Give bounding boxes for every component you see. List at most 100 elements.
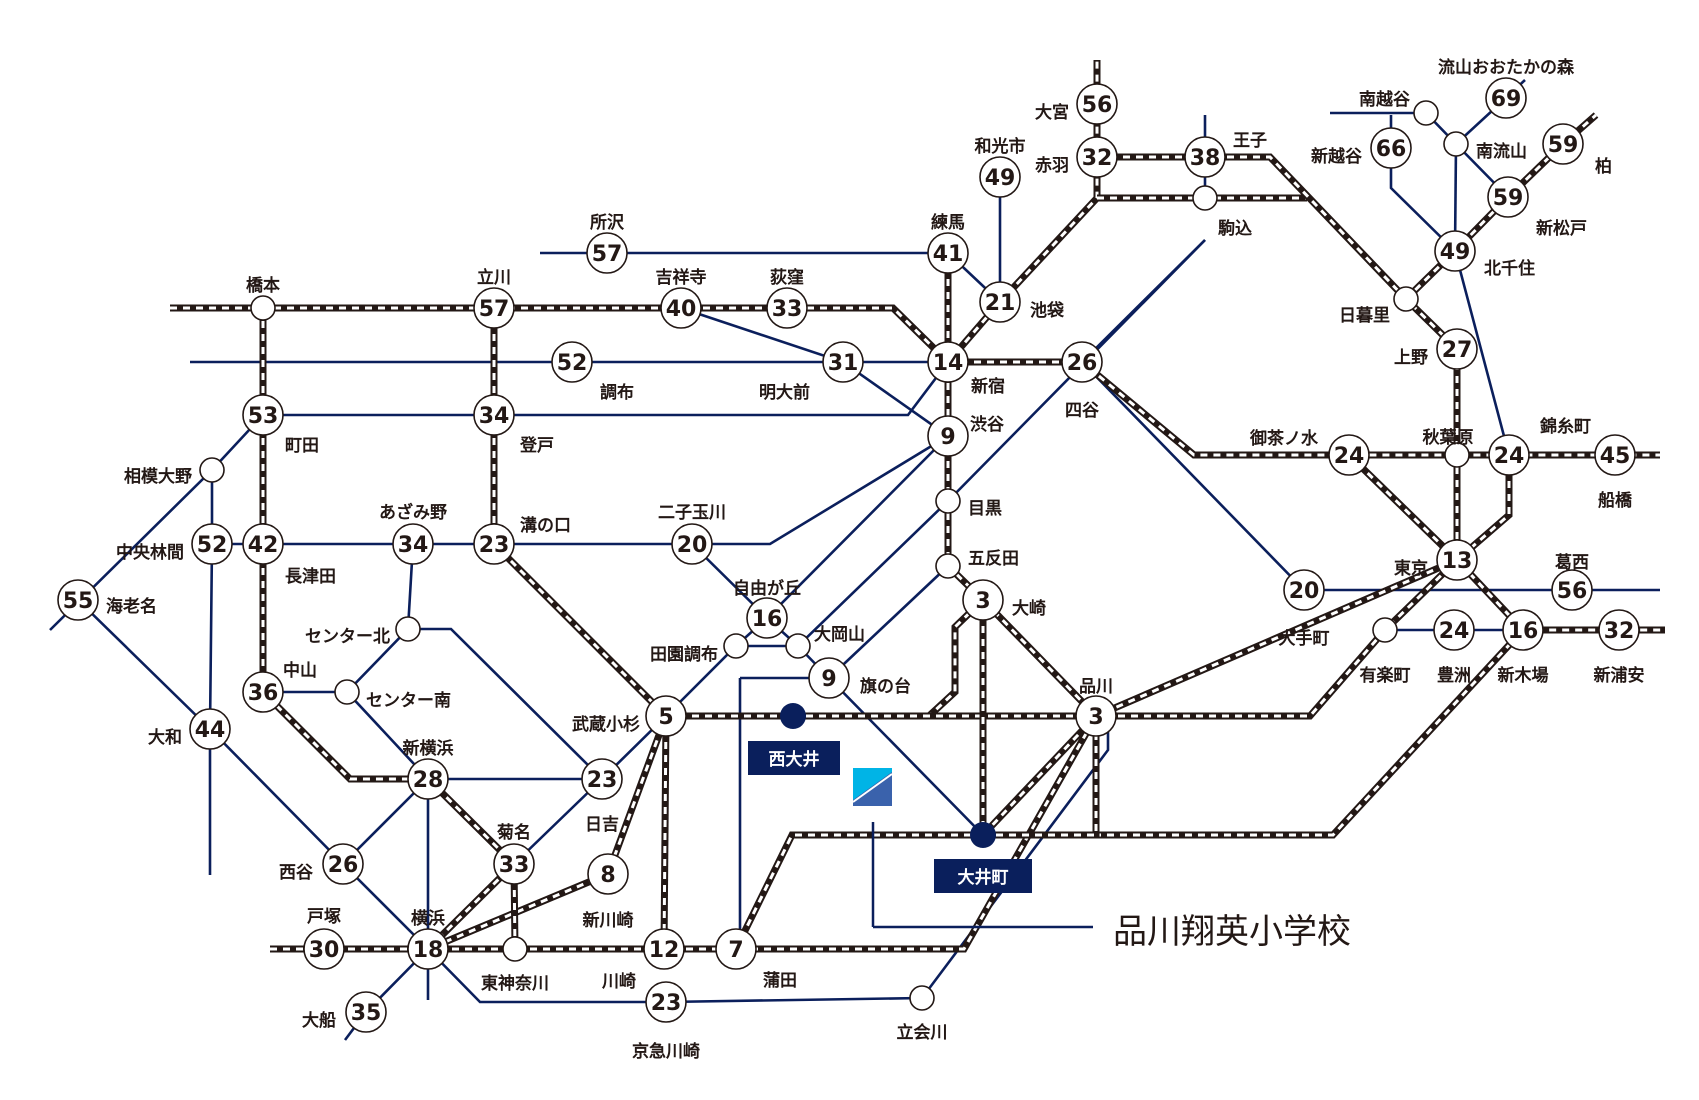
station-sagamiono[interactable]: 相模大野 [124, 457, 225, 487]
station-ookayama[interactable]: 大岡山 [785, 624, 865, 659]
station-circle [1488, 434, 1530, 476]
station-nippori[interactable]: 日暮里 [1339, 286, 1419, 326]
station-minamikoshigaya[interactable]: 南越谷 [1359, 89, 1439, 126]
station-circle [57, 579, 99, 621]
station-kashiwa[interactable]: 59柏 [1542, 123, 1612, 177]
station-name: 大岡山 [814, 624, 865, 645]
station-name: 武蔵小杉 [572, 714, 640, 735]
station-higashikanagawa[interactable]: 東神奈川 [481, 936, 549, 994]
station-name: 海老名 [106, 596, 157, 617]
station-minaminagareyama[interactable]: 南流山 [1443, 131, 1527, 162]
station-akihabara[interactable]: 秋葉原 [1423, 427, 1474, 468]
station-meguro[interactable]: 目黒 [935, 488, 1002, 519]
station-centerminami[interactable]: センター南 [334, 679, 451, 711]
station-circle [1393, 286, 1419, 312]
station-circle [715, 928, 757, 970]
highlight-station-nishioi[interactable]: 西大井 [748, 703, 840, 775]
station-gotanda[interactable]: 五反田 [935, 549, 1019, 579]
station-denenchofu[interactable]: 田園調布 [650, 633, 749, 665]
travel-minutes: 20 [677, 533, 708, 558]
highlight-station-oimachi[interactable]: 大井町 [934, 822, 1032, 893]
travel-minutes: 13 [1442, 549, 1473, 574]
station-name: 御茶ノ水 [1249, 428, 1319, 449]
station-circle [407, 928, 449, 970]
station-circle [1436, 539, 1478, 581]
station-name: 品川 [1079, 677, 1113, 697]
station-shinagawa[interactable]: 3品川 [1075, 677, 1117, 737]
station-kamata[interactable]: 7蒲田 [715, 928, 797, 991]
station-hashimoto[interactable]: 橋本 [246, 275, 280, 321]
station-name: 和光市 [975, 136, 1026, 157]
station-circle [392, 523, 434, 565]
station-yurakucho[interactable]: 有楽町 [1360, 617, 1411, 686]
station-circle [785, 633, 811, 659]
station-komagome[interactable]: 駒込 [1192, 185, 1252, 239]
station-dot [780, 703, 806, 729]
station-circle [1075, 695, 1117, 737]
travel-minutes: 52 [197, 533, 228, 558]
subway-line [1389, 115, 1511, 456]
rail-line [666, 597, 986, 720]
travel-minutes: 59 [1548, 133, 1579, 158]
station-circle [822, 341, 864, 383]
station-circle [979, 281, 1021, 323]
travel-minutes: 18 [413, 938, 444, 963]
station-centerkita[interactable]: センター北 [305, 616, 421, 647]
station-tachiaigawa[interactable]: 立会川 [897, 985, 948, 1043]
